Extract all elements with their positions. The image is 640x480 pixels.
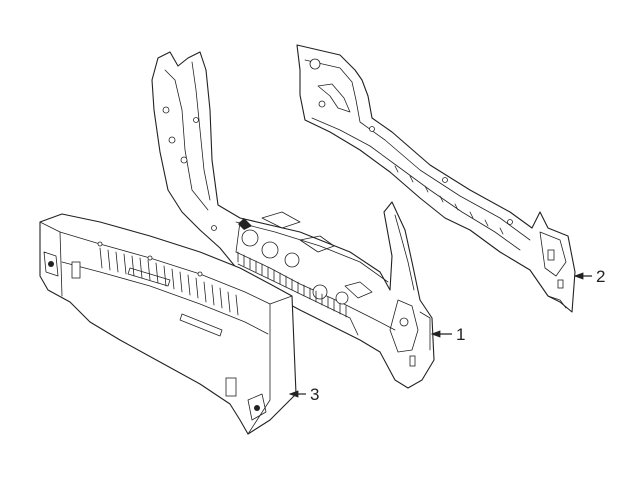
- part-2-rear-panel: [296, 44, 576, 313]
- callout-label-1: 1: [456, 325, 465, 344]
- callout-1: 1: [430, 325, 465, 344]
- callout-label-3: 3: [310, 385, 319, 404]
- part-3-cross-member: [39, 213, 297, 435]
- callout-3: 3: [288, 385, 319, 404]
- callout-2: 2: [573, 267, 605, 286]
- callout-label-2: 2: [596, 267, 605, 286]
- part-1-floor-assembly: [151, 51, 435, 389]
